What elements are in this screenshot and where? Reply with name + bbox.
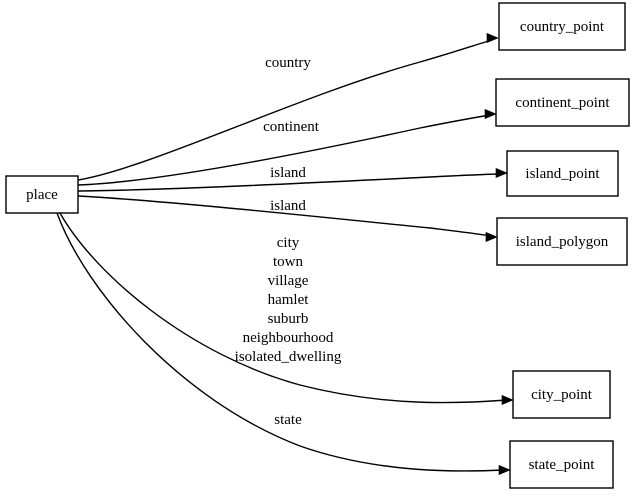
- node-box-island_point: [506, 150, 619, 197]
- edge-city-label-line: hamlet: [268, 292, 310, 308]
- node-island_point[interactable]: island_point: [506, 150, 619, 197]
- node-city_point[interactable]: city_point: [512, 370, 611, 419]
- node-label-country_point: country_point: [520, 19, 605, 35]
- node-box-island_polygon: [496, 217, 628, 266]
- edge-state-arrowhead: [498, 464, 511, 476]
- edge-island-polygon-label-line: island: [270, 198, 306, 214]
- edges-layer: [56, 32, 514, 476]
- edge-city-label-line: town: [273, 254, 304, 270]
- node-box-continent_point: [495, 78, 630, 127]
- node-continent_point[interactable]: continent_point: [495, 78, 630, 127]
- edge-island-point-line: [77, 173, 502, 192]
- edge-state-line: [56, 212, 505, 472]
- edge-city-arrowhead: [501, 394, 514, 406]
- edge-labels-layer: country continent island island city town vill…: [235, 55, 342, 428]
- edge-country[interactable]: [77, 32, 499, 181]
- edge-continent-label: continent: [263, 119, 320, 135]
- node-box-state_point: [509, 440, 614, 489]
- node-label-island_point: island_point: [525, 166, 600, 182]
- edge-island-polygon[interactable]: [77, 195, 498, 243]
- edge-city-label-line: neighbourhood: [243, 330, 334, 346]
- edge-island-point-arrowhead: [495, 167, 508, 179]
- edge-city-label-line: isolated_dwelling: [235, 349, 342, 365]
- node-island_polygon[interactable]: island_polygon: [496, 217, 628, 266]
- edge-city-label: city town village hamlet suburb neighbourhood…: [235, 235, 342, 365]
- node-box-country_point: [498, 2, 626, 51]
- node-label-continent_point: continent_point: [515, 95, 610, 111]
- edge-island-point-label-line: island: [270, 165, 306, 181]
- node-box-place: [5, 175, 79, 214]
- edge-country-line: [77, 39, 493, 181]
- edge-island-polygon-label: island: [270, 198, 306, 214]
- edge-island-point-label: island: [270, 165, 306, 181]
- edge-state[interactable]: [56, 212, 511, 476]
- edge-city-label-line: suburb: [268, 311, 309, 327]
- edge-country-arrowhead: [486, 32, 499, 44]
- node-label-state_point: state_point: [529, 457, 596, 473]
- edge-island-polygon-line: [77, 195, 492, 237]
- edge-island-point[interactable]: [77, 167, 508, 192]
- edge-city-label-line: city: [277, 235, 300, 251]
- node-label-city_point: city_point: [531, 387, 593, 403]
- edge-island-polygon-arrowhead: [485, 231, 498, 243]
- edge-city-label-line: village: [268, 273, 309, 289]
- edge-state-label-line: state: [274, 412, 302, 428]
- edge-state-label: state: [274, 412, 302, 428]
- node-state_point[interactable]: state_point: [509, 440, 614, 489]
- node-label-place: place: [26, 187, 58, 203]
- node-country_point[interactable]: country_point: [498, 2, 626, 51]
- edge-country-label: country: [265, 55, 311, 71]
- edge-city[interactable]: [59, 212, 514, 406]
- edge-country-label-line: country: [265, 55, 311, 71]
- nodes-layer: place country_point continent_point island_…: [5, 2, 630, 489]
- edge-city-line: [59, 212, 508, 404]
- edge-continent-arrowhead: [484, 108, 497, 120]
- node-box-city_point: [512, 370, 611, 419]
- edge-continent-label-line: continent: [263, 119, 320, 135]
- node-place[interactable]: place: [5, 175, 79, 214]
- edge-continent[interactable]: [77, 108, 497, 186]
- edge-continent-line: [77, 114, 491, 186]
- node-label-island_polygon: island_polygon: [516, 234, 609, 250]
